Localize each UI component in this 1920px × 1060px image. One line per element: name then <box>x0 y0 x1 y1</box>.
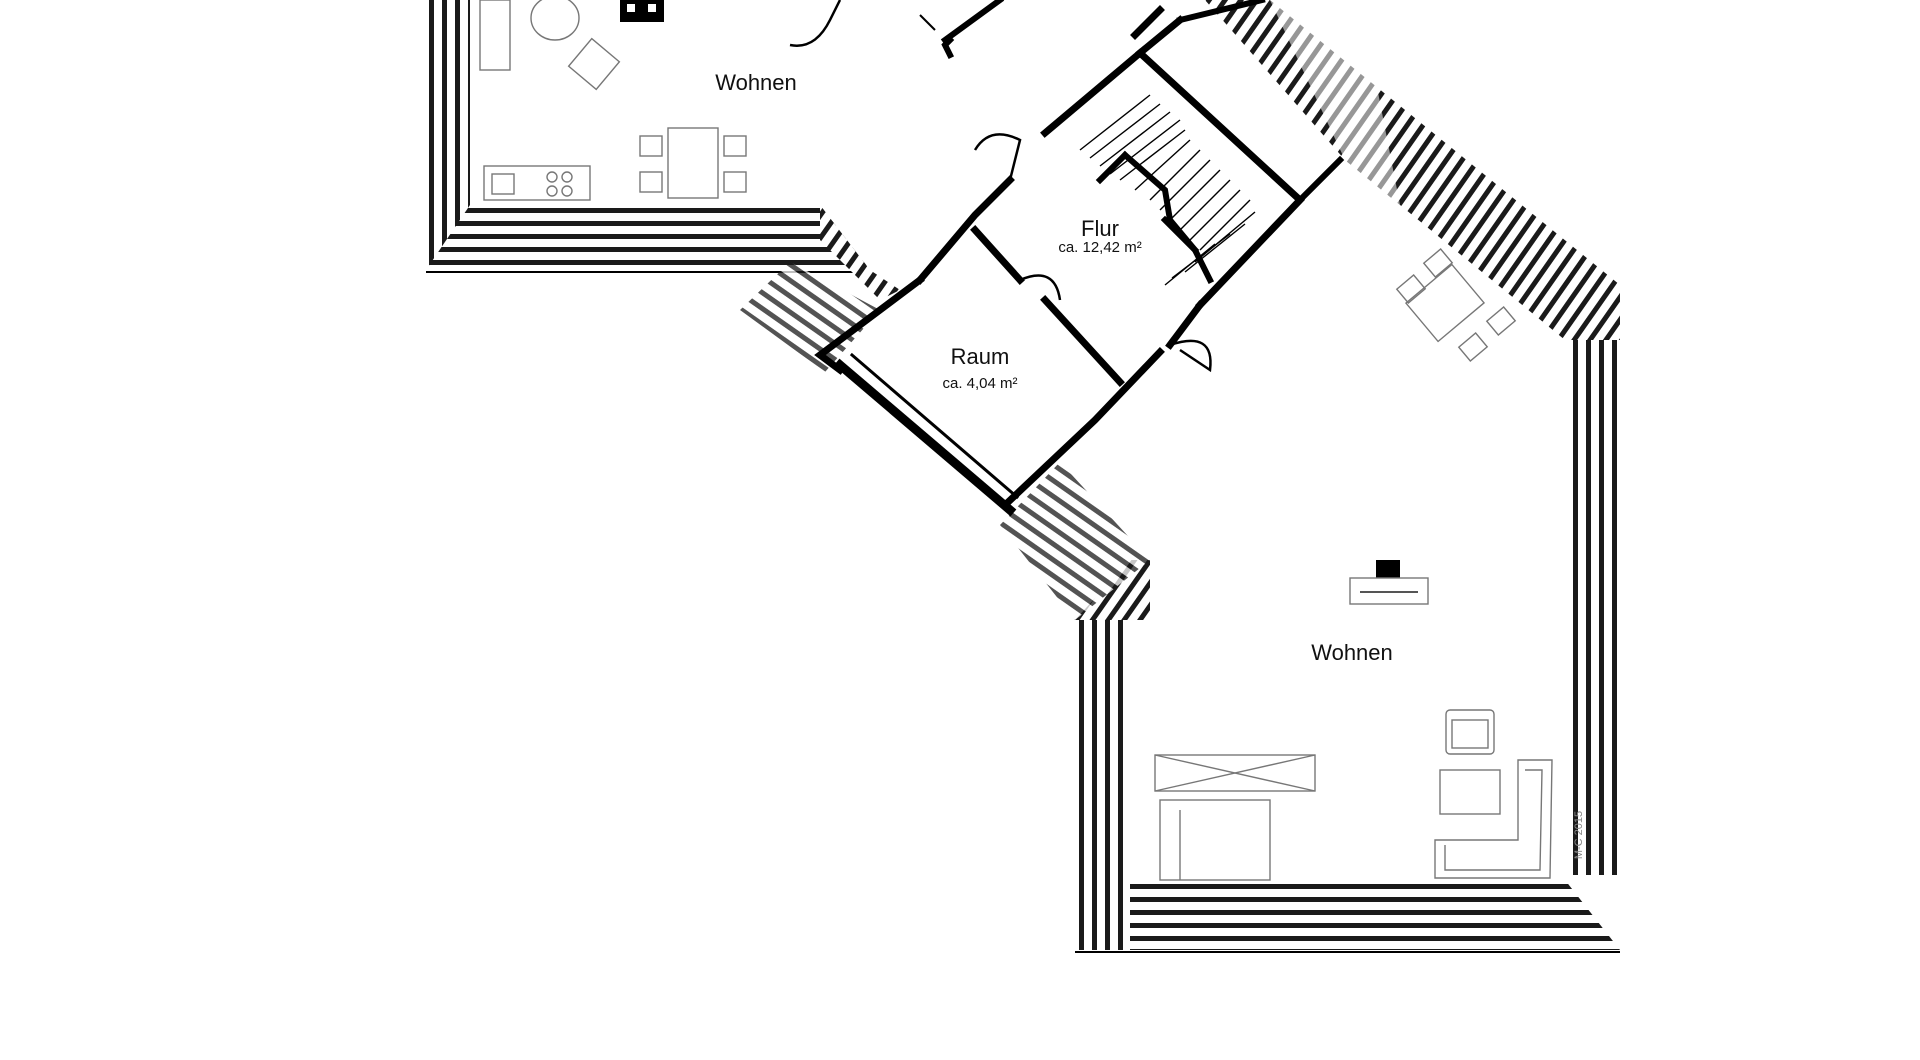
furniture-lower-wohnen <box>1154 248 1553 881</box>
room-label-wohnen-upper: Wohnen <box>715 70 797 95</box>
door-flur-bottom <box>1169 339 1212 373</box>
room-area-raum: ca. 4,04 m² <box>942 375 1017 392</box>
copyright-mark: M-C 2015 <box>1573 811 1585 859</box>
door-raum <box>1019 274 1062 301</box>
room-label-wohnen-lower: Wohnen <box>1311 640 1393 665</box>
room-label-raum: Raum <box>951 344 1010 369</box>
room-label-flur: Flur <box>1081 216 1119 241</box>
roof-edge-diagonal-right <box>1205 0 1620 340</box>
walls <box>814 0 1345 517</box>
door-top-wohnen <box>789 0 936 47</box>
door-flur-top <box>973 133 1022 181</box>
roof-edge-top-left-bottom <box>426 205 870 273</box>
dormer-upper <box>740 262 880 372</box>
staircase <box>1079 94 1256 286</box>
furniture-upper-wohnen <box>479 0 747 201</box>
dormer-lower <box>1000 462 1150 620</box>
roof-edge-diagonal-upper <box>820 205 900 300</box>
roof-edge-bottom <box>1075 880 1620 953</box>
roof-edge-right <box>1565 285 1620 875</box>
room-area-flur: ca. 12,42 m² <box>1058 239 1141 256</box>
